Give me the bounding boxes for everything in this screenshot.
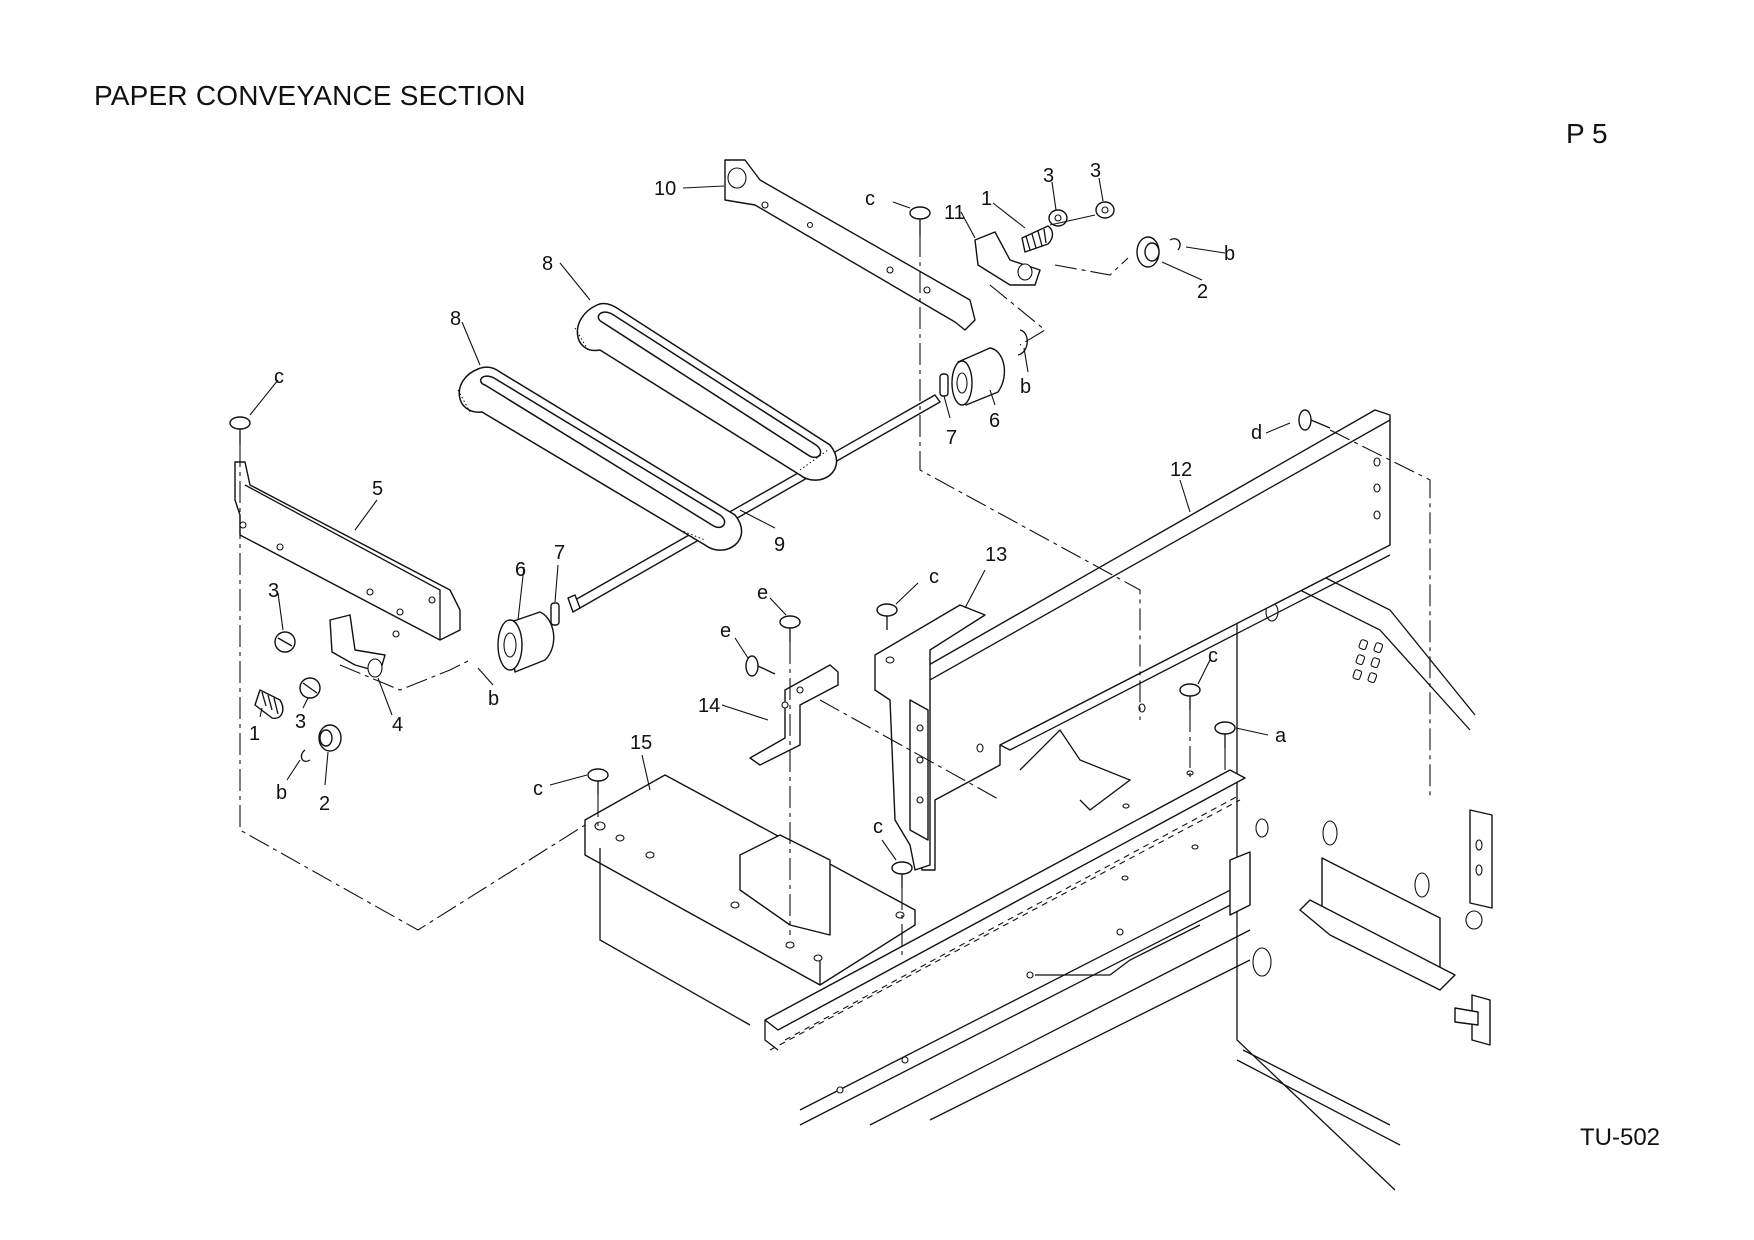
callout-c-left: c	[274, 366, 284, 388]
callout-e-lower: e	[720, 620, 731, 642]
lower-rails	[799, 879, 1251, 1126]
callout-3-top-a: 3	[1043, 165, 1054, 187]
part-10-top-bracket	[724, 159, 976, 331]
leader-lines	[249, 177, 1291, 861]
assembly-lines	[239, 235, 1431, 960]
part-15-lower-plate	[584, 774, 916, 1026]
part-14-small-bracket	[749, 664, 839, 766]
callout-c-top: c	[865, 188, 875, 210]
callout-b-bottom-left: b	[276, 782, 287, 804]
part-11-spring-bracket	[974, 225, 1054, 286]
part-12-main-plate	[919, 409, 1391, 871]
part-13-bracket	[874, 604, 986, 871]
roller-6-left	[497, 611, 555, 673]
callout-15: 15	[630, 732, 652, 754]
callout-c-13: c	[929, 566, 939, 588]
screw-d	[1298, 409, 1331, 431]
screw-c-lower	[891, 861, 913, 888]
part-5-left-bracket	[234, 461, 461, 641]
roller-2-top	[1136, 236, 1181, 268]
callout-1-top: 1	[981, 188, 992, 210]
screw-e-lower	[745, 655, 776, 677]
callout-b-right: b	[1020, 376, 1031, 398]
model-number: TU-502	[1580, 1124, 1661, 1151]
callout-14: 14	[698, 695, 720, 717]
belt-8-front	[457, 366, 743, 551]
callout-2-top: 2	[1197, 281, 1208, 303]
screw-c-15	[587, 768, 609, 795]
callout-3-left-b: 3	[295, 711, 306, 733]
callout-c-right: c	[1208, 645, 1218, 667]
callout-a: a	[1275, 725, 1287, 747]
callout-6-right: 6	[989, 410, 1000, 432]
screw-c-13	[876, 603, 898, 630]
screw-3-top-b	[1049, 201, 1115, 226]
front-rail-dashed	[764, 769, 1251, 1051]
part-4-bracket	[329, 614, 386, 678]
callout-9: 9	[774, 534, 785, 556]
callout-6-left: 6	[515, 559, 526, 581]
pin-7-right	[939, 373, 949, 397]
callout-8-front: 8	[450, 308, 461, 330]
callout-c-15: c	[533, 778, 543, 800]
screw-c-left	[229, 416, 251, 445]
callout-3-left-a: 3	[268, 580, 279, 602]
callout-d: d	[1251, 422, 1262, 444]
callout-b-top: b	[1224, 243, 1235, 265]
pin-7-left	[550, 602, 560, 626]
callout-7-left: 7	[554, 542, 565, 564]
screw-a	[1214, 721, 1236, 748]
callout-e-upper: e	[757, 582, 768, 604]
page-number: P 5	[1566, 118, 1608, 149]
screw-c-top	[909, 206, 931, 235]
callout-3-top-b: 3	[1090, 160, 1101, 182]
callout-1-left: 1	[249, 723, 260, 745]
callout-2-left: 2	[319, 793, 330, 815]
callout-10: 10	[654, 178, 676, 200]
callout-c-lower: c	[873, 816, 883, 838]
callout-4: 4	[392, 714, 403, 736]
roller-6-right	[951, 329, 1028, 406]
callout-b-left: b	[488, 688, 499, 710]
callout-12: 12	[1170, 459, 1192, 481]
callout-5: 5	[372, 478, 383, 500]
spring-1-left	[254, 689, 284, 719]
callout-13: 13	[985, 544, 1007, 566]
roller-2-left	[300, 724, 342, 762]
callout-11: 11	[944, 202, 965, 224]
screw-3-left-a	[274, 631, 296, 653]
callout-8-back: 8	[542, 253, 553, 275]
page-title: PAPER CONVEYANCE SECTION	[94, 80, 526, 111]
main-frame	[1229, 529, 1493, 1191]
screw-e-upper	[779, 615, 801, 642]
callout-7-right: 7	[946, 427, 957, 449]
screw-3-left-b	[299, 677, 321, 699]
screw-c-right	[1179, 683, 1201, 710]
callout-labels: 10 c 11 1 3 3 b 2 8 8 6 b 7 c 5 9 7 6 3 …	[249, 160, 1287, 838]
belt-8-back	[574, 302, 838, 481]
